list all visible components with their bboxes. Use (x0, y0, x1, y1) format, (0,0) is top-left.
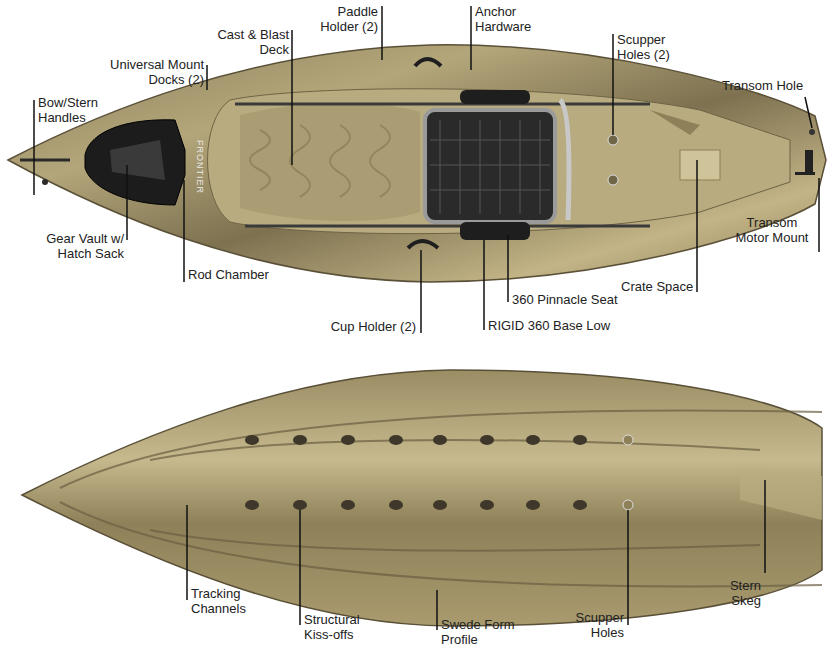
part-label: Universal Mount Docks (2) (100, 57, 204, 87)
part-label: Swede Form Profile (441, 617, 519, 647)
part-label: Transom Hole (722, 78, 803, 93)
part-label: Structural Kiss-offs (304, 612, 374, 642)
part-label: Gear Vault w/ Hatch Sack (34, 231, 124, 261)
part-label: Crate Space (621, 279, 693, 294)
part-label: RIGID 360 Base Low (488, 318, 610, 333)
part-label: 360 Pinnacle Seat (512, 292, 618, 307)
part-label: Rod Chamber (188, 267, 269, 282)
part-label: Cast & Blast Deck (211, 27, 289, 57)
part-label: Cup Holder (2) (331, 319, 416, 334)
part-label: Tracking Channels (191, 586, 253, 616)
part-label: Stern Skeg (717, 578, 761, 608)
part-label: Scupper Holes (566, 610, 624, 640)
part-label: Scupper Holes (2) (617, 32, 679, 62)
part-label: Paddle Holder (2) (312, 4, 378, 34)
part-label: Anchor Hardware (475, 4, 539, 34)
hull-logo: FRONTIER (192, 140, 207, 194)
part-label: Bow/Stern Handles (38, 95, 106, 125)
part-label: Transom Motor Mount (732, 215, 812, 245)
